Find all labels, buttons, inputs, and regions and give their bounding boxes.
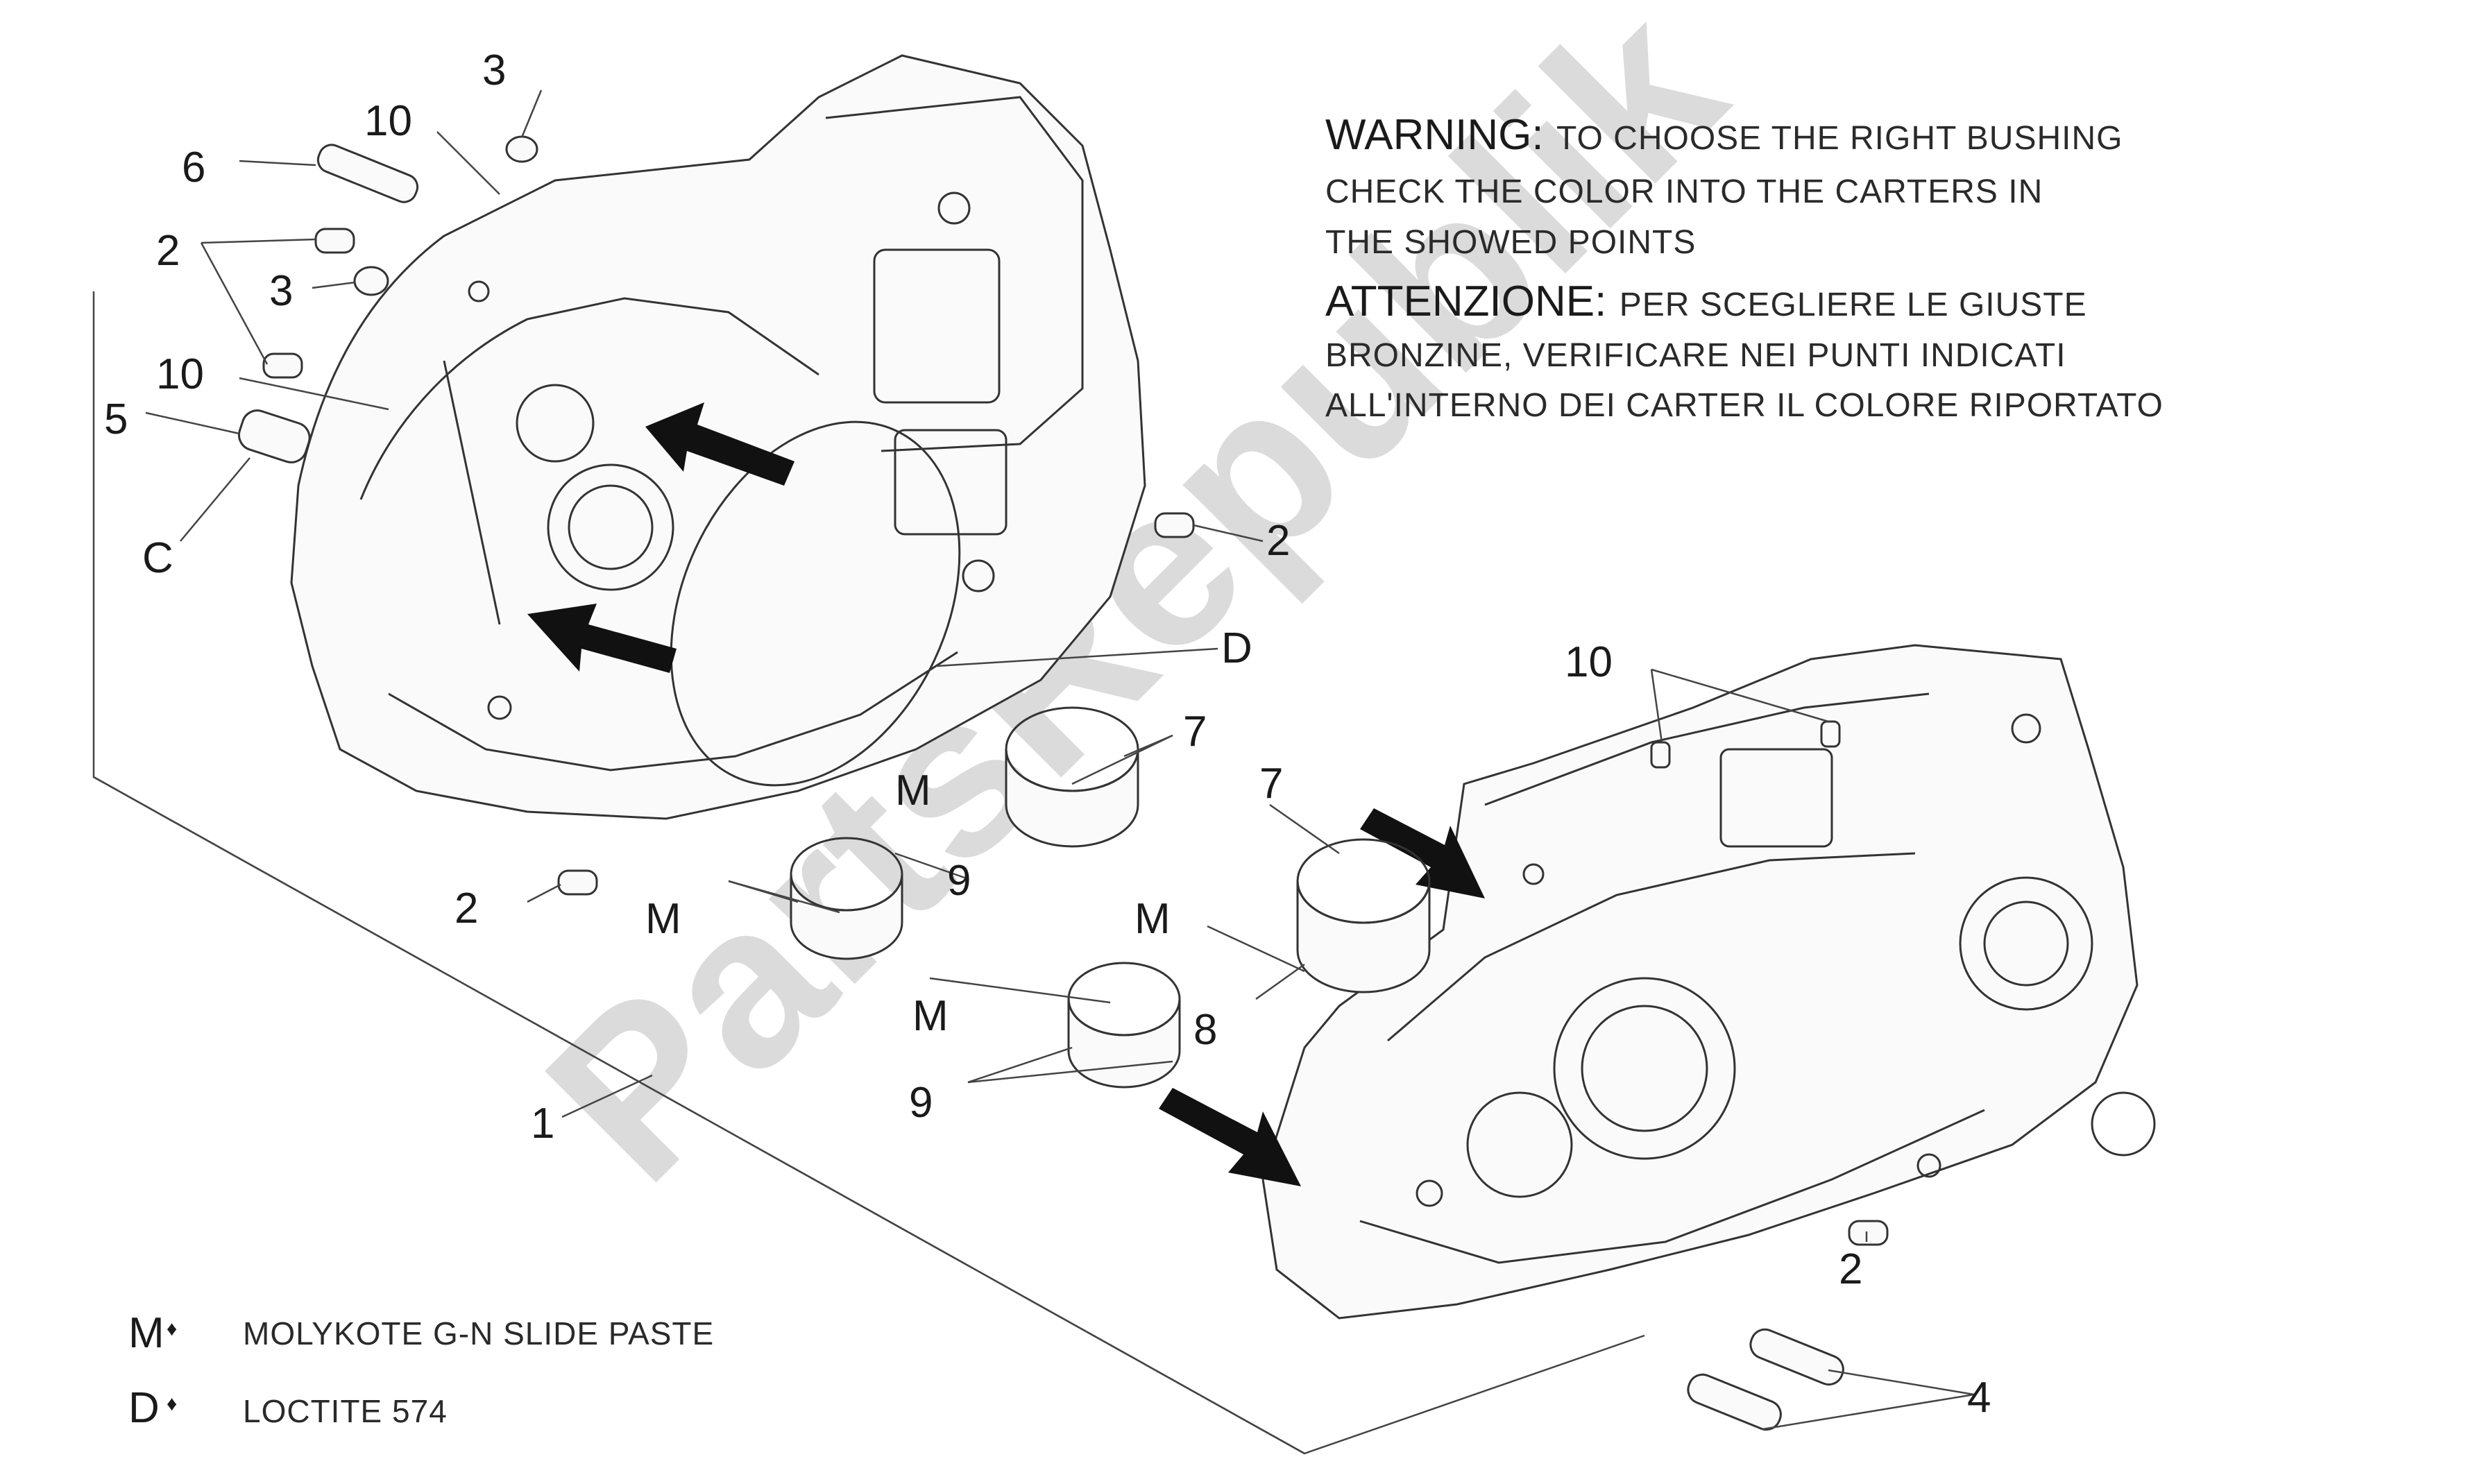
callout-3: 3 [482, 46, 506, 94]
indicator-arrow [1360, 808, 1485, 898]
callout-M: M [912, 992, 949, 1040]
warning-line-1-text: TO CHOOSE THE RIGHT BUSHING [1556, 120, 2123, 157]
legend-m-text: MOLYKOTE G-N SLIDE PASTE [243, 1315, 714, 1351]
callout-7: 7 [1183, 708, 1207, 756]
warning-line-3: THE SHOWED POINTS [1325, 224, 1696, 261]
callout-2: 2 [1839, 1245, 1862, 1293]
callout-1: 1 [531, 1100, 554, 1148]
warning-line-1: WARNING: TO CHOOSE THE RIGHT BUSHING [1325, 111, 2123, 159]
indicator-arrows-right [1159, 808, 1485, 1186]
warning-line-4-text: PER SCEGLIERE LE GIUSTE [1620, 287, 2087, 323]
indicator-arrow [527, 604, 677, 673]
callout-10: 10 [1565, 638, 1613, 686]
callout-D: D [1221, 624, 1252, 672]
warning-line-6: ALL'INTERNO DEI CARTER IL COLORE RIPORTA… [1325, 387, 2164, 424]
legend-d-text: LOCTITE 574 [243, 1393, 448, 1429]
indicator-arrow [1159, 1088, 1301, 1186]
legend-d-symbol: D [128, 1384, 160, 1432]
indicator-arrows-left [527, 402, 794, 673]
callout-C: C [142, 534, 173, 582]
callout-labels: 3 10 6 2 3 10 5 C 2 D 7 M 7 2 M 9 M M 8 … [104, 46, 1991, 1422]
legend-drop-icon: ♦ [167, 1392, 177, 1415]
legend-drop-icon: ♦ [167, 1317, 177, 1340]
callout-2: 2 [156, 227, 180, 275]
indicator-arrow [645, 402, 794, 486]
legend-m-symbol: M [128, 1309, 164, 1357]
callout-10: 10 [364, 97, 412, 145]
callout-6: 6 [182, 144, 205, 191]
callout-M: M [1134, 895, 1171, 943]
callout-2: 2 [454, 885, 478, 932]
callout-4: 4 [1967, 1374, 1991, 1422]
warning-notice: WARNING: TO CHOOSE THE RIGHT BUSHING CHE… [1325, 111, 2164, 424]
callout-M: M [895, 767, 931, 815]
callout-M: M [645, 895, 681, 943]
warning-line-2: CHECK THE COLOR INTO THE CARTERS IN [1325, 173, 2043, 210]
small-parts [238, 135, 1889, 1431]
crankcase-half-right [1261, 644, 2156, 1320]
warning-line-4: ATTENZIONE: PER SCEGLIERE LE GIUSTE [1325, 278, 2087, 325]
attenzione-heading: ATTENZIONE: [1325, 278, 1606, 325]
callout-9: 9 [947, 857, 971, 905]
leader-lines [145, 89, 1975, 1431]
callout-9: 9 [909, 1079, 933, 1127]
callout-3: 3 [269, 267, 293, 315]
callout-8: 8 [1193, 1006, 1217, 1054]
callout-5: 5 [104, 395, 128, 443]
legend: M ♦ MOLYKOTE G-N SLIDE PASTE D ♦ LOCTITE… [128, 1309, 714, 1432]
warning-heading: WARNING: [1325, 111, 1544, 159]
callout-10: 10 [156, 350, 204, 398]
callout-2: 2 [1266, 517, 1290, 565]
callout-7: 7 [1259, 760, 1283, 808]
warning-line-5: BRONZINE, VERIFICARE NEI PUNTI INDICATI [1325, 337, 2066, 374]
base-frame [92, 291, 1645, 1455]
